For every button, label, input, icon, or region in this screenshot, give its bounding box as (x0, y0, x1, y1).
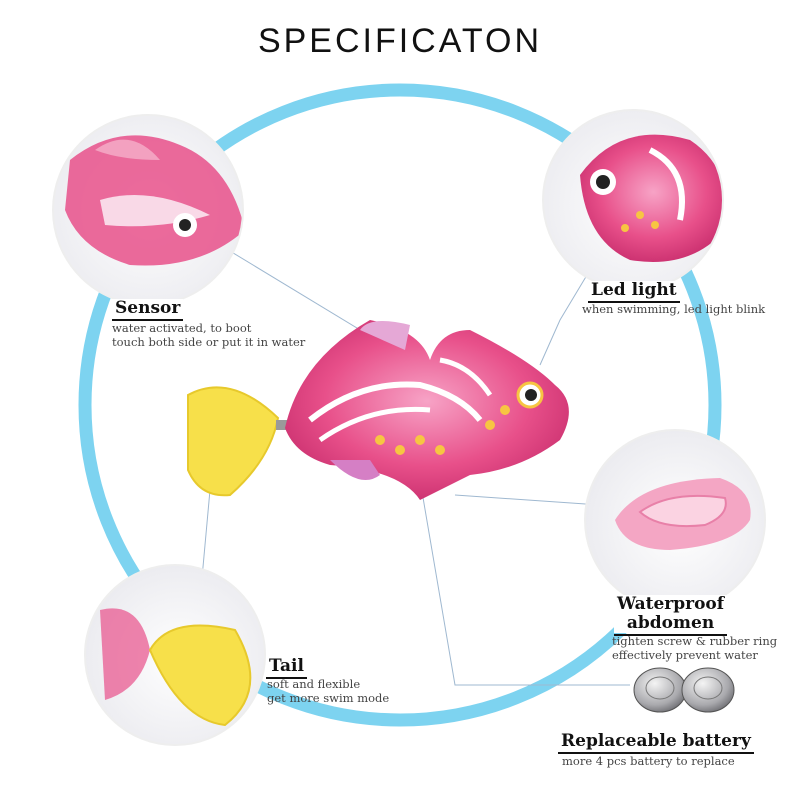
sensor-label: Sensor (112, 299, 184, 321)
waterproof-abdomen-image (585, 430, 765, 610)
led-light-image (543, 110, 723, 290)
tail-description: soft and flexible get more swim mode (267, 677, 390, 705)
led-light-label: Led light (588, 281, 680, 303)
battery-description: more 4 pcs battery to replace (562, 754, 735, 768)
led-light-description: when swimming, led light blink (582, 302, 766, 316)
ring (78, 83, 722, 727)
waterproof-description: tighten screw & rubber ring effectively … (612, 634, 778, 662)
tail-label: Tail (266, 657, 307, 679)
waterproof-label: Waterproof abdomen (614, 595, 728, 636)
tail-image (85, 565, 265, 745)
page-title: SPECIFICATON (257, 22, 543, 60)
battery-label: Replaceable battery (558, 732, 754, 754)
battery-image (633, 667, 735, 713)
fish-image (187, 320, 569, 500)
sensor-image (53, 115, 243, 305)
sensor-description: water activated, to boot touch both side… (112, 321, 306, 349)
